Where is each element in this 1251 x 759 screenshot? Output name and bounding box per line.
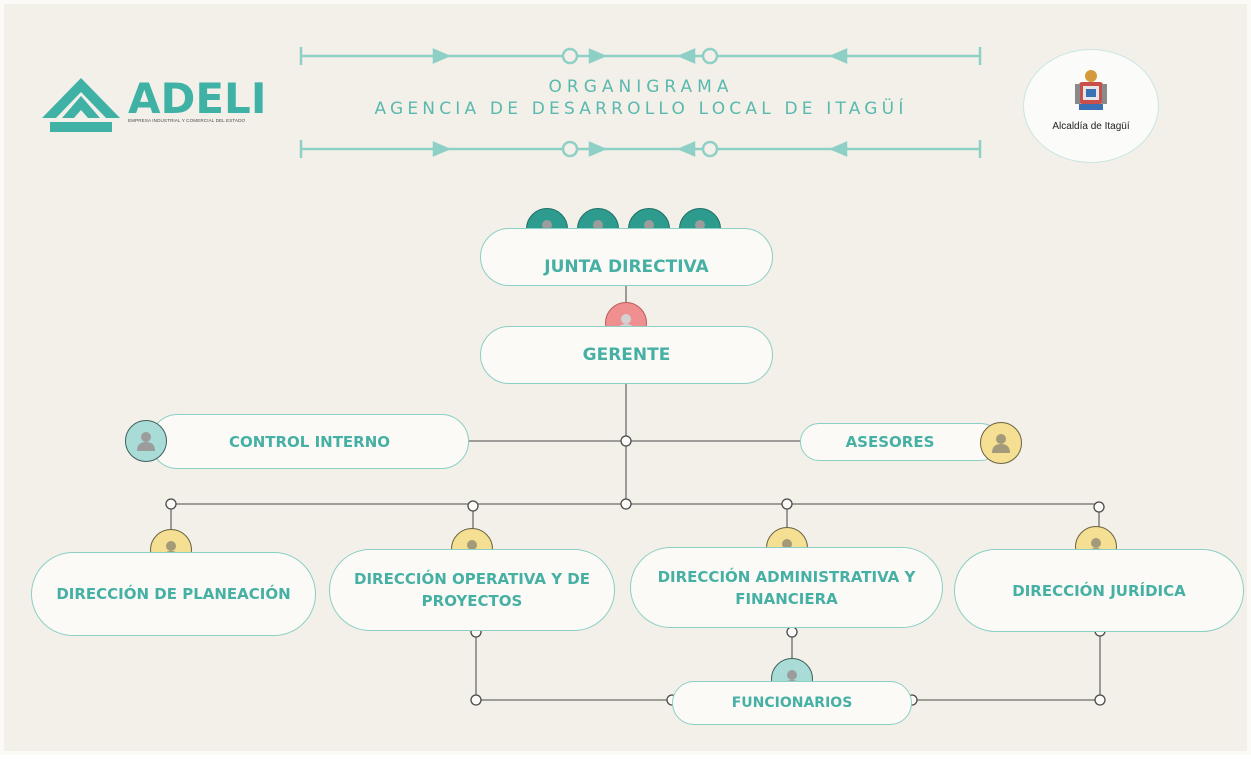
title-line-2: AGENCIA DE DESARROLLO LOCAL DE ITAGÜÍ — [374, 99, 908, 119]
title-line-1: ORGANIGRAMA — [548, 77, 734, 97]
logo-tagline: EMPRESA INDUSTRIAL Y COMERCIAL DEL ESTAD… — [128, 118, 246, 123]
node-control-interno[interactable]: CONTROL INTERNO — [150, 414, 469, 469]
connector-lines — [165, 47, 1106, 706]
logo-text: ADELI — [128, 74, 267, 123]
node-direccion-administrativa[interactable]: DIRECCIÓN ADMINISTRATIVA Y FINANCIERA — [630, 547, 943, 628]
page-title: ORGANIGRAMA AGENCIA DE DESARROLLO LOCAL … — [300, 76, 982, 120]
control-interno-avatar — [125, 420, 167, 462]
node-funcionarios[interactable]: FUNCIONARIOS — [672, 681, 912, 725]
node-direccion-planeacion[interactable]: DIRECCIÓN DE PLANEACIÓN — [31, 552, 316, 636]
seal-label: Alcaldía de Itagüí — [1052, 121, 1130, 132]
node-asesores[interactable]: ASESORES — [800, 423, 1000, 461]
itagui-seal: Alcaldía de Itagüí — [1023, 49, 1159, 163]
node-gerente[interactable]: GERENTE — [480, 326, 773, 384]
person-icon — [992, 434, 1010, 453]
asesores-avatar — [980, 422, 1022, 464]
person-icon — [137, 432, 155, 451]
node-direccion-juridica[interactable]: DIRECCIÓN JURÍDICA — [954, 549, 1244, 632]
coat-of-arms-icon — [1075, 70, 1107, 110]
node-junta-directiva[interactable]: JUNTA DIRECTIVA — [480, 228, 773, 286]
header-decoration — [299, 47, 982, 158]
node-direccion-operativa[interactable]: DIRECCIÓN OPERATIVA Y DE PROYECTOS — [329, 549, 615, 631]
adeli-logo — [42, 78, 120, 132]
connector-dots — [165, 435, 1106, 706]
